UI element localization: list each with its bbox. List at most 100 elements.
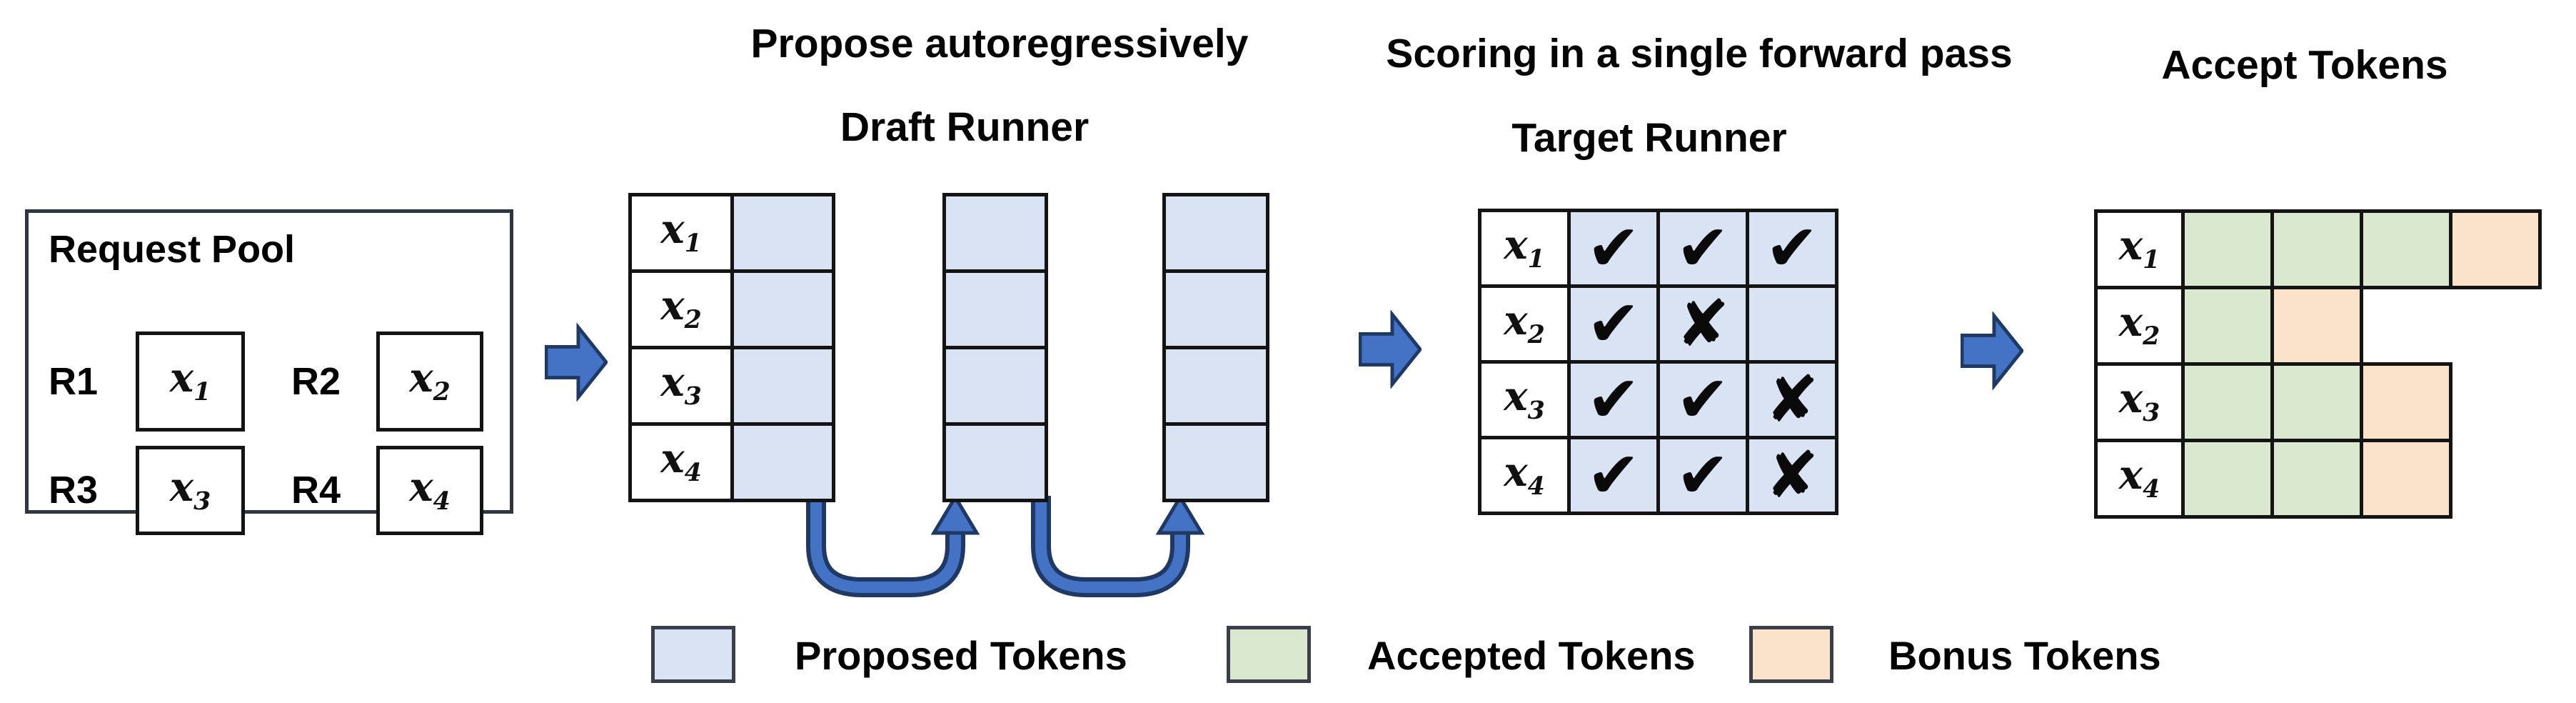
- accept-cell-r2c3: [2270, 286, 2363, 366]
- target-cell-r1c1: x1: [1478, 209, 1571, 288]
- u-turn-up-arrow-1-icon: [806, 496, 980, 597]
- target-cell-r1c2: ✔: [1567, 209, 1660, 288]
- request-label-r1: R1: [49, 360, 99, 403]
- draft-a-cell-r4c2: [730, 422, 835, 502]
- draft-runner-title: Draft Runner: [840, 104, 1090, 150]
- target-cell-r4c4: ✘: [1746, 436, 1838, 515]
- accept-cell-r1c3: [2270, 209, 2363, 289]
- accept-cell-r2c1: x2: [2094, 286, 2185, 366]
- accept-cell-r1c5: [2449, 209, 2542, 289]
- legend-swatch-accepted: [1227, 626, 1311, 683]
- request-pool-box: Request Pool R1 x1 R2 x2 R3 x3 R4 x4: [25, 209, 513, 535]
- token-x3: x3: [169, 463, 211, 516]
- scoring-title: Scoring in a single forward pass: [1386, 31, 2013, 76]
- draft-a-cell-r3c2: [730, 346, 835, 426]
- accept-row-label: x4: [2118, 452, 2160, 504]
- cross-mark-icon: ✘: [1765, 437, 1819, 513]
- draft-c-cell-r4c1: [1162, 422, 1269, 502]
- check-mark-icon: ✔: [1586, 437, 1641, 513]
- target-cell-r4c1: x4: [1478, 436, 1571, 515]
- draft-b-cell-r4c1: [942, 422, 1048, 502]
- target-cell-r2c3: ✘: [1656, 284, 1749, 364]
- target-cell-r3c2: ✔: [1567, 360, 1660, 439]
- u-turn-up-arrow-2-icon: [1031, 496, 1205, 597]
- draft-a-cell-r2c2: [730, 269, 835, 349]
- check-mark-icon: ✔: [1676, 437, 1730, 513]
- accept-row-label: x2: [2118, 299, 2160, 352]
- target-row-label: x1: [1504, 221, 1545, 274]
- target-cell-r4c2: ✔: [1567, 436, 1660, 515]
- flow-arrow-pool-to-draft-icon: [545, 323, 608, 402]
- target-cell-r2c1: x2: [1478, 284, 1571, 364]
- check-mark-icon: ✔: [1586, 362, 1641, 437]
- request-label-r3: R3: [49, 469, 99, 512]
- draft-b-cell-r1c1: [942, 193, 1048, 273]
- draft-a-row-label: x3: [660, 359, 702, 412]
- accept-cell-r3c2: [2181, 362, 2274, 442]
- accept-cell-r4c1: x4: [2094, 439, 2185, 519]
- token-x4: x4: [409, 463, 451, 516]
- legend-label-proposed: Proposed Tokens: [795, 633, 1127, 678]
- target-cell-r2c2: ✔: [1567, 284, 1660, 364]
- accept-cell-r4c3: [2270, 439, 2363, 519]
- accept-row-label: x1: [2118, 222, 2160, 275]
- check-mark-icon: ✔: [1676, 210, 1730, 286]
- draft-a-cell-r1c2: [730, 193, 835, 273]
- draft-a-row-label: x2: [660, 282, 702, 335]
- legend-label-accepted: Accepted Tokens: [1367, 633, 1696, 678]
- accept-cell-r3c3: [2270, 362, 2363, 442]
- target-cell-r1c3: ✔: [1656, 209, 1749, 288]
- target-cell-r3c4: ✘: [1746, 360, 1838, 439]
- request-token-box-x1: x1: [136, 331, 245, 432]
- draft-c-cell-r2c1: [1162, 269, 1269, 349]
- draft-a-row-label: x4: [660, 435, 702, 488]
- target-cell-r3c1: x3: [1478, 360, 1571, 439]
- request-token-box-x4: x4: [376, 446, 483, 535]
- target-cell-r2c4: [1746, 284, 1838, 364]
- cross-mark-icon: ✘: [1765, 362, 1819, 437]
- target-cell-r1c4: ✔: [1746, 209, 1838, 288]
- accept-cell-r1c2: [2181, 209, 2274, 289]
- accept-cell-r4c4: [2360, 439, 2452, 519]
- check-mark-icon: ✔: [1765, 210, 1819, 286]
- check-mark-icon: ✔: [1586, 210, 1641, 286]
- autoregressive-loop-arrows: [806, 496, 1205, 597]
- target-runner-title: Target Runner: [1511, 115, 1787, 161]
- target-cell-r3c3: ✔: [1656, 360, 1749, 439]
- draft-a-cell-r4c1: x4: [628, 422, 734, 502]
- request-label-r4: R4: [291, 469, 341, 512]
- request-pool-title: Request Pool: [49, 228, 296, 271]
- target-row-label: x2: [1504, 296, 1545, 349]
- accept-cell-r1c4: [2360, 209, 2452, 289]
- flow-arrow-draft-to-target-icon: [1359, 310, 1422, 389]
- accept-cell-r4c2: [2181, 439, 2274, 519]
- target-row-label: x3: [1504, 372, 1545, 425]
- draft-b-cell-r3c1: [942, 346, 1048, 426]
- draft-a-cell-r3c1: x3: [628, 346, 734, 426]
- cross-mark-icon: ✘: [1676, 286, 1730, 362]
- check-mark-icon: ✔: [1586, 286, 1641, 362]
- request-token-box-x2: x2: [376, 331, 483, 432]
- legend-swatch-proposed: [651, 626, 735, 683]
- flow-arrow-target-to-accept-icon: [1961, 311, 2023, 390]
- propose-title: Propose autoregressively: [750, 21, 1249, 66]
- token-x2: x2: [409, 354, 451, 407]
- draft-a-cell-r1c1: x1: [628, 193, 734, 273]
- legend-swatch-bonus: [1749, 626, 1833, 683]
- token-x1: x1: [169, 354, 211, 407]
- accept-tokens-title: Accept Tokens: [2161, 42, 2448, 88]
- draft-c-cell-r1c1: [1162, 193, 1269, 273]
- accept-row-label: x3: [2118, 375, 2160, 428]
- draft-a-cell-r2c1: x2: [628, 269, 734, 349]
- draft-a-row-label: x1: [660, 206, 702, 259]
- request-label-r2: R2: [291, 360, 341, 403]
- target-cell-r4c3: ✔: [1656, 436, 1749, 515]
- legend-label-bonus: Bonus Tokens: [1888, 633, 2161, 678]
- draft-b-cell-r2c1: [942, 269, 1048, 349]
- accept-cell-r3c4: [2360, 362, 2452, 442]
- accept-cell-r2c2: [2181, 286, 2274, 366]
- request-token-box-x3: x3: [136, 446, 245, 535]
- target-row-label: x4: [1504, 448, 1545, 501]
- accept-cell-r3c1: x3: [2094, 362, 2185, 442]
